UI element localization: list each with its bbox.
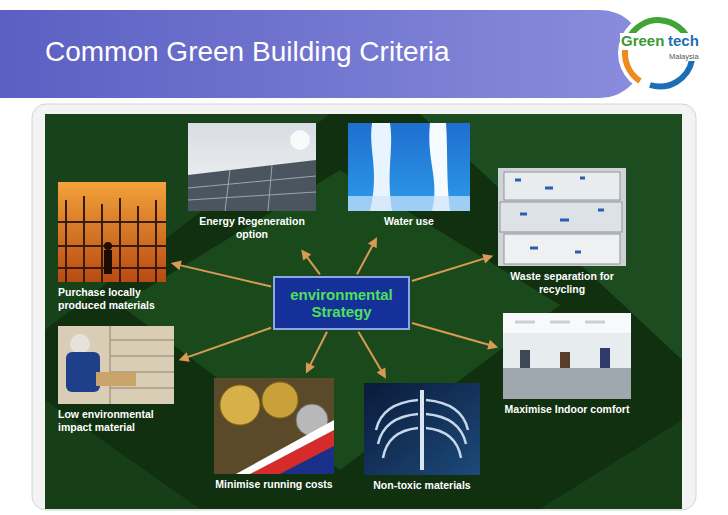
panel-grid: [268, 165, 272, 211]
photo-tile: Energy Regeneration option: [188, 123, 316, 246]
slide-title: Common Green Building Criteria: [45, 36, 450, 68]
brick-photo: [58, 326, 174, 404]
photo-tile: Waste separation for recycling: [498, 168, 626, 301]
worker-helmet: [70, 334, 90, 354]
arrow-connector: [301, 250, 320, 275]
arrow-head: [487, 340, 498, 350]
panel-grid: [188, 176, 316, 188]
arrow-line: [412, 258, 486, 281]
brick-wall: [110, 326, 174, 404]
flag-canton: [280, 446, 334, 474]
arrow-line: [412, 323, 491, 345]
panel-grid: [188, 192, 316, 200]
arrow-head: [306, 362, 315, 373]
arrow-connector: [179, 328, 271, 362]
arrow-head: [171, 260, 182, 270]
strategy-box: environmental Strategy: [273, 276, 410, 330]
photo-caption: Water use: [348, 215, 470, 228]
scaffolding: [58, 196, 166, 282]
arrow-connector: [412, 323, 498, 350]
arrow-connector: [358, 332, 386, 379]
photo-tile: Non-toxic materials: [364, 383, 480, 497]
logo-text: Green: [620, 33, 665, 50]
panel-shade: [540, 420, 682, 509]
construction-photo: [58, 182, 166, 282]
arrow-connector: [357, 237, 377, 274]
photo-caption: Maximise Indoor comfort: [503, 403, 631, 416]
arrow-connector: [306, 332, 327, 374]
photo-caption: Non-toxic materials: [364, 479, 480, 492]
photo-tile: Maximise Indoor comfort: [503, 313, 631, 421]
arrow-head: [377, 368, 386, 379]
arrow-line: [306, 256, 320, 274]
photo-caption: Minimise running costs: [214, 478, 334, 491]
arrow-connector: [412, 254, 493, 281]
photo-caption: Purchase locally produced materials: [58, 286, 166, 312]
worker-body: [66, 352, 100, 392]
waste-bale: [504, 234, 620, 264]
arrow-line: [358, 332, 382, 372]
waste-specks: [515, 178, 604, 252]
sun-glare: [290, 130, 310, 150]
coins-photo: [214, 378, 334, 474]
office-person: [520, 350, 530, 368]
strategy-text: environmental Strategy: [281, 286, 402, 321]
arrow-line: [186, 328, 271, 358]
green-panel: [45, 114, 682, 509]
photo-tile: Purchase locally produced materials: [58, 182, 166, 317]
flag-stripe: [236, 420, 334, 474]
arrow-line: [310, 332, 327, 367]
logo-arc: [650, 60, 692, 86]
ribs: [376, 400, 468, 458]
solar-photo: [188, 123, 316, 211]
office-ceiling: [503, 313, 631, 333]
arrow-head: [179, 352, 190, 361]
arrow-head: [368, 237, 377, 248]
photo-tile: Low environmental impact material: [58, 326, 174, 439]
panel-shade: [45, 400, 200, 509]
worker-silhouette: [104, 242, 112, 250]
office-photo: [503, 313, 631, 399]
header-band: [0, 10, 644, 98]
frame: [32, 104, 696, 510]
solar-panel: [188, 160, 316, 211]
photo-caption: Energy Regeneration option: [188, 215, 316, 241]
photo-caption: Low environmental impact material: [58, 408, 174, 434]
waste-photo: [498, 168, 626, 266]
ceiling-lights: [515, 321, 605, 324]
water-splash: [348, 196, 470, 211]
photo-tile: Minimise running costs: [214, 378, 334, 496]
coin: [220, 385, 260, 425]
water-photo: [348, 123, 470, 211]
arrow-head: [301, 250, 311, 261]
coin: [262, 382, 298, 418]
logo-text: tech: [667, 33, 700, 50]
arrow-line: [179, 265, 271, 287]
logo-arc: [625, 45, 640, 81]
logo-text: Malaysia: [668, 53, 700, 61]
arrow-head: [482, 254, 493, 264]
spine: [420, 390, 424, 470]
panel-grid: [225, 170, 230, 211]
worker-silhouette: [104, 250, 112, 274]
photo-caption: Waste separation for recycling: [498, 270, 626, 296]
xray-photo: [364, 383, 480, 475]
office-desks: [503, 368, 631, 399]
arrow-line: [357, 244, 373, 274]
brick: [96, 372, 136, 386]
office-person: [560, 352, 570, 368]
office-person: [600, 348, 610, 368]
waste-bale: [500, 202, 622, 232]
panel-diamond: [120, 170, 560, 470]
photo-tile: Water use: [348, 123, 470, 233]
arrow-connector: [171, 260, 271, 286]
waste-bale: [504, 172, 620, 200]
